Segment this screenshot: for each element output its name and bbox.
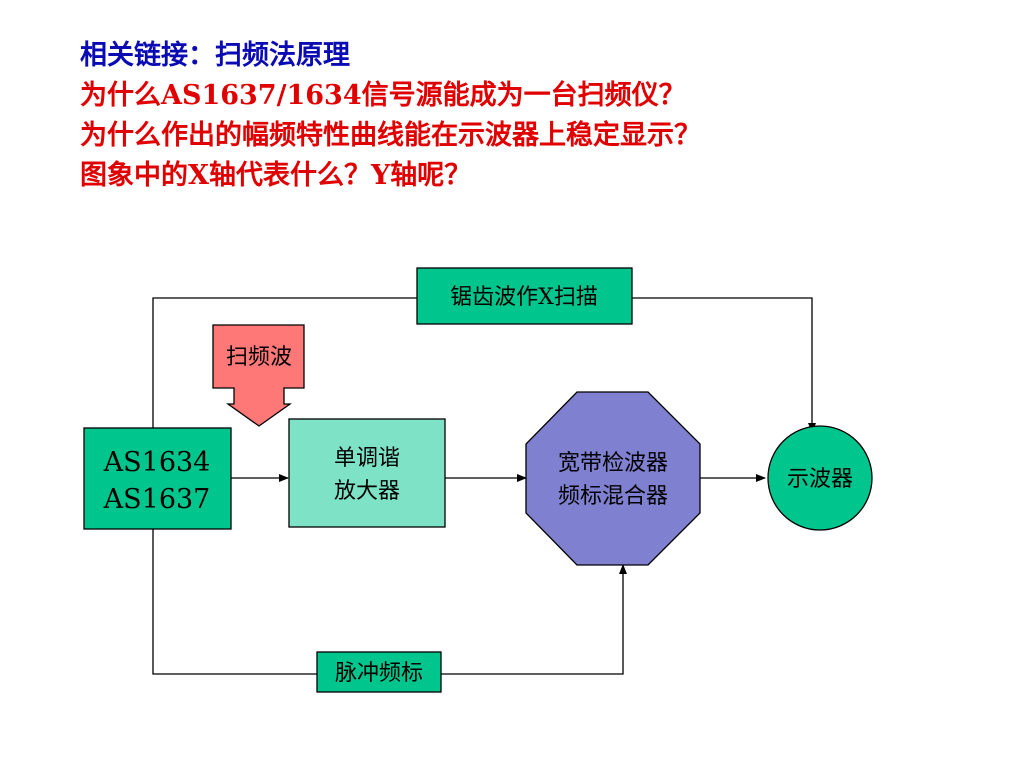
- detector-mixer-block[interactable]: 宽带检波器 频标混合器: [525, 391, 701, 566]
- source-label-2: AS1637: [103, 484, 211, 515]
- sweep-wave-callout: 扫频波: [212, 324, 305, 427]
- question-3: 图象中的X轴代表什么？Y轴呢？: [80, 160, 472, 191]
- sawtooth-x-sweep-box[interactable]: 锯齿波作X扫描: [416, 267, 633, 325]
- line-source-to-xsweep: [152, 297, 417, 428]
- pulse-marker-box[interactable]: 脉冲频标: [316, 651, 442, 693]
- link-title[interactable]: 相关链接：扫频法原理: [80, 40, 350, 71]
- question-2: 为什么作出的幅频特性曲线能在示波器上稳定显示？: [80, 120, 701, 151]
- heading-block: 相关链接：扫频法原理 为什么AS1637/1634信号源能成为一台扫频仪？ 为什…: [80, 36, 701, 196]
- line-source-to-marker: [152, 529, 317, 675]
- sawtooth-label: 锯齿波作X扫描: [450, 285, 598, 310]
- line-xsweep-to-oscilloscope: [632, 297, 816, 433]
- amplifier-label-2: 放大器: [334, 479, 400, 504]
- detector-label-1: 宽带检波器: [558, 451, 668, 476]
- source-block[interactable]: AS1634 AS1637: [83, 427, 232, 530]
- amplifier-block[interactable]: 单调谐 放大器: [288, 418, 446, 528]
- oscilloscope-label: 示波器: [787, 467, 853, 492]
- pulse-marker-label: 脉冲频标: [335, 661, 423, 686]
- sweep-wave-label: 扫频波: [226, 345, 292, 370]
- source-label-1: AS1634: [103, 447, 211, 478]
- detector-label-2: 频标混合器: [558, 484, 668, 509]
- line-marker-to-detector: [441, 564, 627, 675]
- question-1: 为什么AS1637/1634信号源能成为一台扫频仪？: [80, 80, 686, 111]
- oscilloscope-node[interactable]: 示波器: [767, 425, 873, 531]
- connection-lines: [152, 297, 816, 675]
- amplifier-label-1: 单调谐: [334, 446, 400, 471]
